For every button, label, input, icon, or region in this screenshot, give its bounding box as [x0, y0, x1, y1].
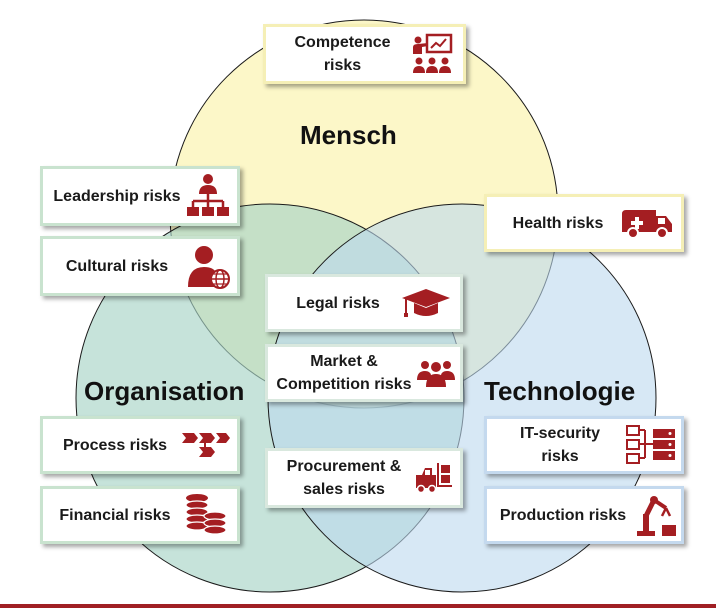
competence-label-line1: Competence — [294, 34, 391, 51]
label-technologie: Technologie — [484, 376, 636, 406]
health-label: Health risks — [512, 214, 604, 232]
card-competence-risks: Competence risks — [263, 24, 466, 84]
card-financial-risks: Financial risks — [40, 486, 240, 544]
market-label-line2: Competition risks — [276, 376, 412, 393]
procurement-label-line1: Procurement & — [286, 458, 402, 475]
card-market-competition-risks: Market & Competition risks — [265, 344, 463, 402]
label-mensch: Mensch — [300, 120, 397, 150]
leadership-label: Leadership risks — [53, 187, 181, 205]
itsecurity-label-line2: risks — [541, 448, 579, 465]
process-flow-icon — [181, 422, 231, 468]
graduation-cap-icon — [398, 280, 454, 326]
market-label-line1: Market & — [310, 353, 378, 370]
process-label: Process risks — [62, 436, 168, 454]
server-network-icon — [625, 422, 677, 468]
org-chart-icon — [185, 173, 231, 219]
card-production-risks: Production risks — [484, 486, 684, 544]
ambulance-icon — [619, 200, 675, 246]
procurement-label-line2: sales risks — [303, 481, 385, 498]
robot-arm-icon — [633, 492, 679, 538]
presentation-icon — [409, 31, 455, 77]
cultural-label: Cultural risks — [65, 257, 169, 275]
card-cultural-risks: Cultural risks — [40, 236, 240, 296]
bottom-rule — [0, 604, 716, 608]
competence-label-line2: risks — [323, 57, 362, 74]
coin-stack-icon — [181, 492, 231, 538]
itsecurity-label-line1: IT-security — [519, 425, 601, 442]
card-health-risks: Health risks — [484, 194, 684, 252]
card-process-risks: Process risks — [40, 416, 240, 474]
card-legal-risks: Legal risks — [265, 274, 463, 332]
card-it-security-risks: IT-security risks — [484, 416, 684, 474]
card-leadership-risks: Leadership risks — [40, 166, 240, 226]
label-organisation: Organisation — [84, 376, 245, 406]
legal-label: Legal risks — [296, 294, 380, 312]
production-label: Production risks — [499, 506, 627, 524]
card-procurement-sales-risks: Procurement & sales risks — [265, 448, 463, 508]
forklift-icon — [414, 455, 456, 501]
person-globe-icon — [185, 243, 231, 289]
financial-label: Financial risks — [59, 506, 171, 524]
group-icon — [416, 350, 456, 396]
